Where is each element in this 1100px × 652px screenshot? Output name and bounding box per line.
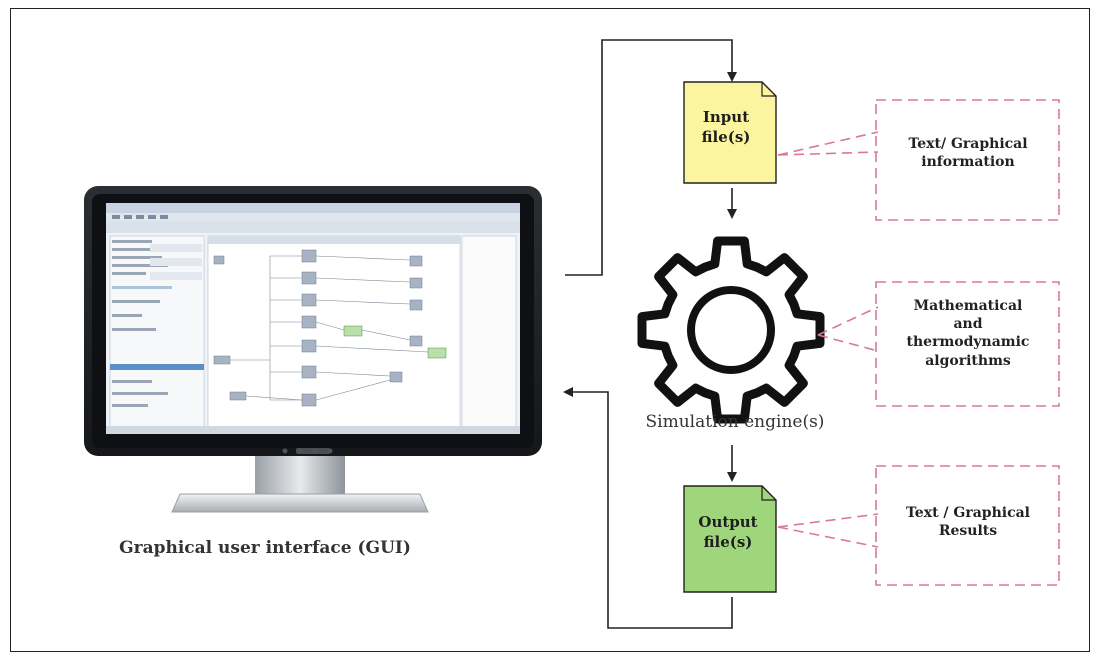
callout-line [817,306,879,336]
input-file-document-icon [683,81,777,184]
monitor-screen [106,203,520,434]
note-box-engine [875,281,1060,407]
gear-icon [637,236,825,424]
input-file-label: Input file(s) [701,108,751,146]
callout-line [777,526,879,548]
note-box-output [875,465,1060,586]
callout-line [777,131,879,156]
callout-line [777,151,879,156]
input-note-text: Text/ Graphical information [908,136,1028,171]
output-file-document-icon [683,485,777,593]
gui-to-input-arrow [565,39,737,276]
note-box-input [875,99,1060,221]
desktop-monitor-icon [84,186,542,513]
gear-center-hole [687,286,775,374]
callout-line [817,334,879,352]
output-note-text: Text / Graphical Results [906,505,1030,540]
output-file-label: Output file(s) [698,513,758,551]
gui-label: Graphical user interface (GUI) [119,538,411,558]
output-to-gui-arrow [563,387,733,629]
engine-note-text: Mathematical and thermodynamic algorithm… [906,298,1030,369]
callout-line [777,513,879,528]
simulation-engine-label: Simulation engine(s) [645,412,825,432]
